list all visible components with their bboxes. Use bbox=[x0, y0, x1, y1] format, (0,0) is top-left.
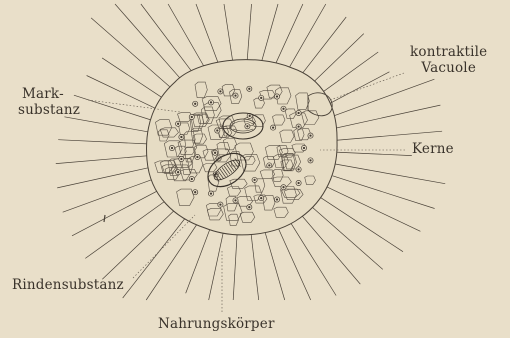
spine bbox=[332, 164, 445, 184]
spine bbox=[58, 140, 150, 144]
spine bbox=[56, 155, 155, 163]
nucleolus bbox=[260, 97, 262, 99]
nucleolus bbox=[210, 102, 212, 104]
nucleolus bbox=[310, 160, 312, 162]
nucleolus bbox=[191, 116, 193, 118]
label-kontraktile-vacuole: kontraktile Vacuole bbox=[410, 44, 487, 76]
spine bbox=[260, 4, 278, 69]
spine bbox=[91, 18, 178, 95]
label-kontraktile-line-1: kontraktile bbox=[410, 44, 487, 60]
nucleolus bbox=[276, 199, 278, 201]
spine bbox=[233, 232, 237, 300]
spine bbox=[330, 152, 412, 156]
nucleolus bbox=[171, 147, 173, 149]
label-marksubstanz-line-1: Mark- bbox=[22, 86, 80, 102]
nucleolus bbox=[210, 193, 212, 195]
nucleolus bbox=[220, 91, 222, 93]
spine bbox=[72, 187, 166, 236]
spine bbox=[317, 195, 403, 252]
spine bbox=[288, 218, 336, 295]
spine bbox=[209, 224, 225, 300]
nucleolus bbox=[235, 200, 237, 202]
nucleolus bbox=[194, 103, 196, 105]
nucleolus bbox=[260, 197, 262, 199]
nucleolus bbox=[272, 127, 274, 129]
spine bbox=[87, 76, 161, 111]
nucleolus bbox=[249, 88, 251, 90]
label-marksubstanz: Mark- substanz bbox=[22, 86, 80, 118]
nucleolus bbox=[217, 130, 219, 132]
spine bbox=[63, 178, 157, 212]
nucleolus bbox=[310, 135, 312, 137]
nucleolus bbox=[303, 147, 305, 149]
nucleolus bbox=[247, 126, 249, 128]
nucleolus bbox=[194, 191, 196, 193]
spine bbox=[64, 117, 147, 132]
label-nahrungskoerper: Nahrungskörper bbox=[158, 316, 275, 332]
spine bbox=[333, 176, 435, 209]
spine bbox=[311, 206, 383, 269]
nucleolus bbox=[214, 152, 216, 154]
nucleolus bbox=[298, 112, 300, 114]
nucleolus bbox=[276, 96, 278, 98]
cell-body bbox=[147, 60, 338, 235]
label-rindensubstanz: Rindensubstanz bbox=[12, 277, 124, 293]
nucleolus bbox=[249, 115, 251, 117]
label-vacuole-line-2: Vacuole bbox=[410, 60, 487, 76]
nucleolus bbox=[249, 206, 251, 208]
nucleolus bbox=[177, 123, 179, 125]
nucleolus bbox=[283, 108, 285, 110]
nucleolus bbox=[191, 178, 193, 180]
spine bbox=[334, 131, 443, 140]
spine bbox=[274, 4, 303, 68]
nucleolus bbox=[298, 182, 300, 184]
nucleolus bbox=[235, 95, 237, 97]
label-kerne: Kerne bbox=[412, 141, 454, 157]
cell-outline bbox=[147, 60, 338, 235]
nucleolus bbox=[283, 186, 285, 188]
spine bbox=[57, 168, 149, 188]
nucleolus bbox=[220, 204, 222, 206]
spine bbox=[251, 229, 259, 300]
spine bbox=[224, 4, 233, 64]
nucleolus bbox=[298, 169, 300, 171]
nucleolus bbox=[181, 136, 183, 138]
nucleolus bbox=[298, 126, 300, 128]
spine bbox=[102, 58, 164, 99]
spine bbox=[308, 34, 363, 87]
label-marksubstanz-line-2: substanz bbox=[18, 102, 80, 118]
spine bbox=[74, 95, 159, 122]
nucleolus bbox=[254, 179, 256, 181]
nucleolus bbox=[181, 158, 183, 160]
spine bbox=[328, 105, 441, 130]
nucleolus bbox=[269, 165, 271, 167]
spine bbox=[278, 227, 311, 301]
spine bbox=[331, 79, 434, 117]
nucleolus bbox=[197, 156, 199, 158]
spine bbox=[168, 4, 209, 76]
nucleolus bbox=[177, 171, 179, 173]
stray-mark bbox=[104, 215, 105, 222]
